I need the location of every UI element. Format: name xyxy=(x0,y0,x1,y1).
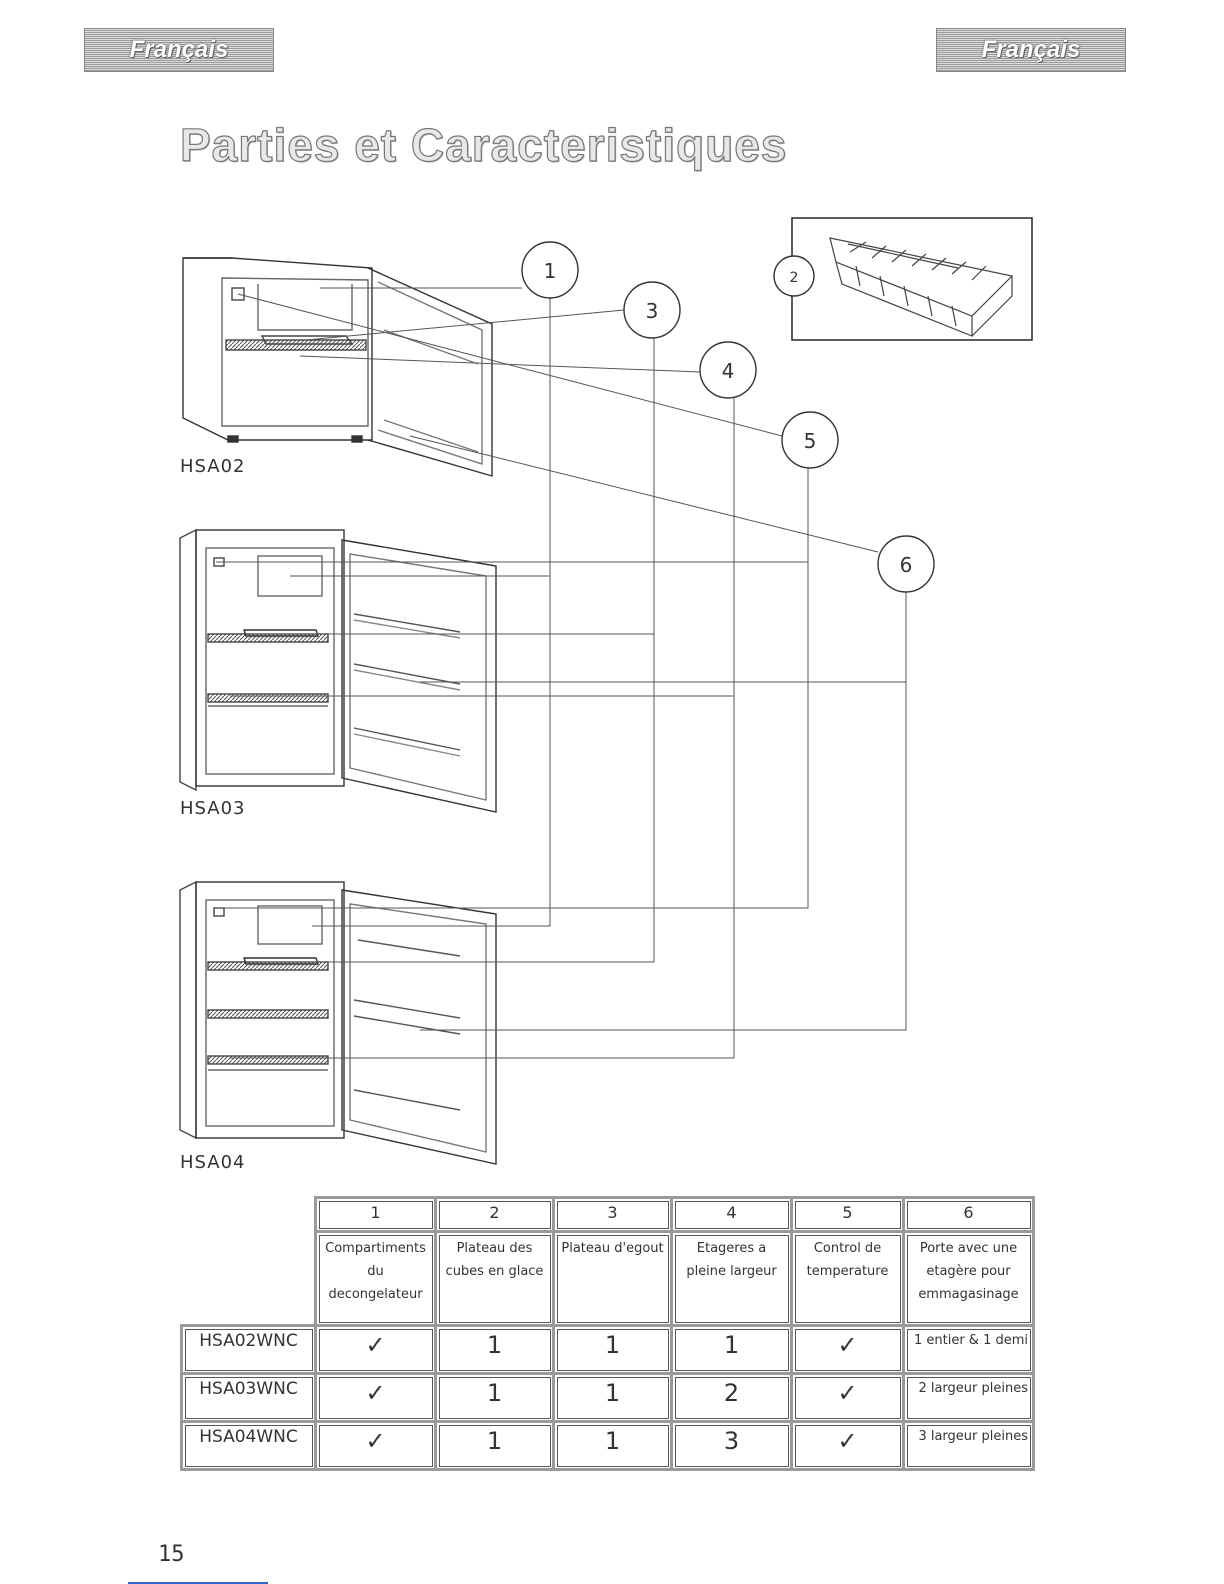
column-description: Etageres a pleine largeur xyxy=(670,1230,793,1327)
model-label-hsa02: HSA02 xyxy=(180,456,246,477)
table-header-descriptions: Compartiments du decongelateur Plateau d… xyxy=(182,1230,1035,1327)
column-number: 6 xyxy=(902,1196,1035,1233)
row-model: HSA03WNC xyxy=(180,1372,317,1423)
model-label-hsa03: HSA03 xyxy=(180,798,246,819)
parts-diagram: 1 2 3 4 5 6 xyxy=(179,217,1033,1165)
table-cell: 1 xyxy=(552,1372,673,1423)
table-header-numbers: 1 2 3 4 5 6 xyxy=(182,1196,1035,1233)
fridge-hsa04-illustration xyxy=(179,880,497,1165)
table-corner xyxy=(182,1232,316,1326)
callout-2: 2 xyxy=(773,255,815,297)
table-row: HSA03WNC ✓ 1 1 2 ✓ 2 largeur pleines xyxy=(180,1372,1035,1423)
column-description: Plateau d'egout xyxy=(552,1230,673,1327)
column-description: Plateau des cubes en glace xyxy=(434,1230,555,1327)
svg-text:1: 1 xyxy=(544,259,557,283)
table-cell: 1 xyxy=(434,1372,555,1423)
svg-text:3: 3 xyxy=(646,299,659,323)
callout-3: 3 xyxy=(623,281,681,339)
page-title: Parties et Caracteristiques xyxy=(179,118,788,171)
checkmark-icon: ✓ xyxy=(314,1324,437,1375)
row-model: HSA04WNC xyxy=(180,1420,317,1471)
callout-4: 4 xyxy=(699,341,757,399)
svg-text:5: 5 xyxy=(804,429,817,453)
column-number: 5 xyxy=(790,1196,905,1233)
column-number: 3 xyxy=(552,1196,673,1233)
footer-rule xyxy=(128,1582,268,1584)
column-number: 4 xyxy=(670,1196,793,1233)
table-row: HSA04WNC ✓ 1 1 3 ✓ 3 largeur pleines xyxy=(180,1420,1035,1471)
callout-5: 5 xyxy=(781,411,839,469)
ice-tray-frame xyxy=(791,217,1033,341)
table-cell: 3 xyxy=(670,1420,793,1471)
leader-lines xyxy=(216,287,907,1059)
checkmark-icon: ✓ xyxy=(314,1420,437,1471)
table-cell: 1 entier & 1 demi xyxy=(902,1324,1035,1375)
language-tab-right: Français xyxy=(936,28,1126,72)
table-row: HSA02WNC ✓ 1 1 1 ✓ 1 entier & 1 demi xyxy=(180,1324,1035,1375)
ice-cube-tray-icon xyxy=(829,237,1014,337)
checkmark-icon: ✓ xyxy=(314,1372,437,1423)
language-tab-left: Français xyxy=(84,28,274,72)
column-number: 1 xyxy=(314,1196,437,1233)
model-label-hsa04: HSA04 xyxy=(180,1152,246,1173)
table-cell: 1 xyxy=(434,1324,555,1375)
svg-text:4: 4 xyxy=(722,359,735,383)
table-cell: 3 largeur pleines xyxy=(902,1420,1035,1471)
page-number: 15 xyxy=(158,1542,185,1567)
column-description: Control de temperature xyxy=(790,1230,905,1327)
table-corner xyxy=(182,1198,316,1232)
column-number: 2 xyxy=(434,1196,555,1233)
svg-text:2: 2 xyxy=(790,270,799,286)
checkmark-icon: ✓ xyxy=(790,1420,905,1471)
table-cell: 2 xyxy=(670,1372,793,1423)
parts-table: 1 2 3 4 5 6 Compartiments du decongelate… xyxy=(180,1196,1035,1471)
table-cell: 1 xyxy=(434,1420,555,1471)
column-description: Porte avec une etagère pour emmagasinage xyxy=(902,1230,1035,1327)
row-model: HSA02WNC xyxy=(180,1324,317,1375)
table-cell: 1 xyxy=(552,1324,673,1375)
checkmark-icon: ✓ xyxy=(790,1324,905,1375)
checkmark-icon: ✓ xyxy=(790,1372,905,1423)
table-cell: 2 largeur pleines xyxy=(902,1372,1035,1423)
callout-1: 1 xyxy=(521,241,579,299)
mini-fridge-illustration xyxy=(182,257,493,477)
column-description: Compartiments du decongelateur xyxy=(314,1230,437,1327)
table-cell: 1 xyxy=(552,1420,673,1471)
table-cell: 1 xyxy=(670,1324,793,1375)
callout-6: 6 xyxy=(877,535,935,593)
fridge-hsa03-illustration xyxy=(179,528,497,813)
svg-text:6: 6 xyxy=(900,553,913,577)
